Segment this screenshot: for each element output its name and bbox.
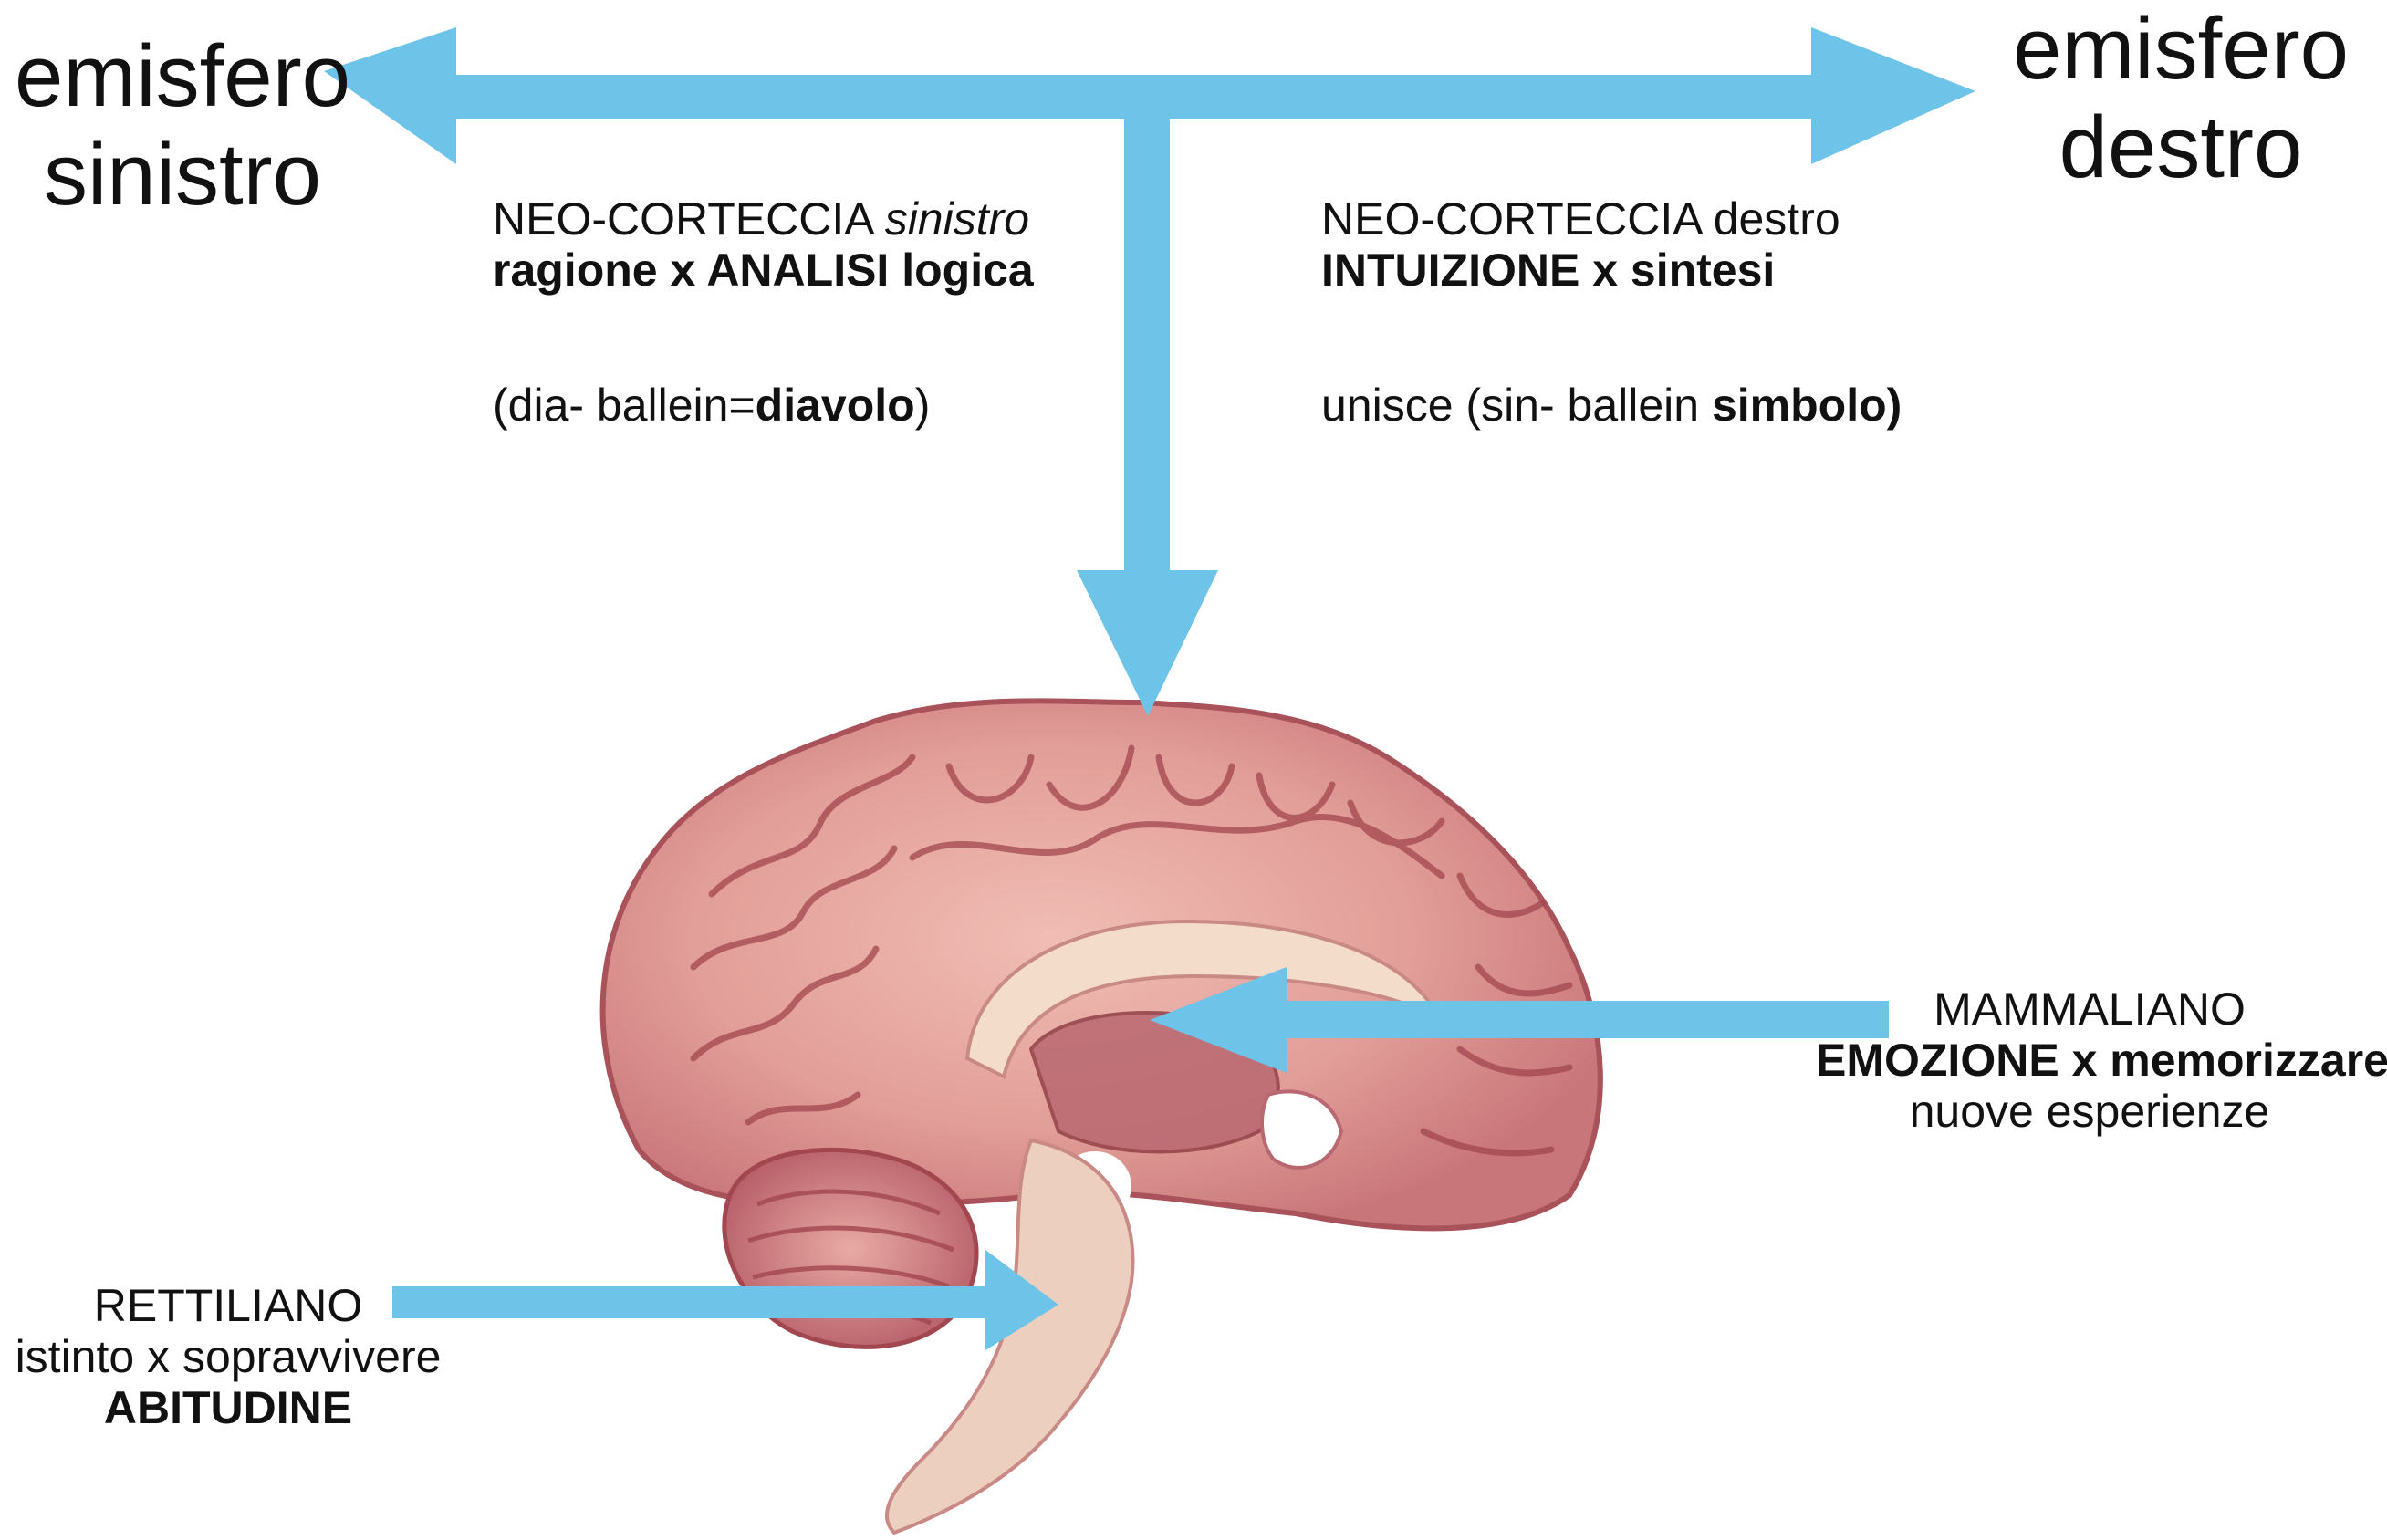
- neocortex-left-note: (dia- ballein=diavolo): [493, 380, 1034, 431]
- left-hemisphere-line2: sinistro: [9, 126, 356, 224]
- neocortex-left-subtitle-text: ragione x ANALISI logica: [493, 245, 1034, 296]
- label-right-hemisphere: emisfero destro: [2007, 0, 2354, 196]
- neocortex-left-block: NEO-CORTECCIA sinistro ragione x ANALISI…: [493, 193, 1034, 431]
- neocortex-right-title: NEO-CORTECCIA destro: [1321, 193, 1902, 245]
- neocortex-left-note-prefix: (dia- ballein=: [493, 380, 756, 431]
- neocortex-arrow-shaft: [1124, 75, 1170, 586]
- neocortex-left-subtitle: ragione x ANALISI logica: [493, 245, 1034, 296]
- neocortex-left-note-suffix: ): [915, 380, 931, 431]
- reptilian-block: RETTILIANO istinto x sopravvivere ABITUD…: [0, 1280, 456, 1433]
- mammalian-note: nuove esperienze: [1816, 1086, 2363, 1137]
- neocortex-right-subtitle: INTUIZIONE x sintesi: [1321, 245, 1902, 296]
- neocortex-left-title: NEO-CORTECCIA sinistro: [493, 193, 1034, 245]
- reptilian-subtitle-text: ABITUDINE: [104, 1382, 352, 1433]
- brain-illustration: [603, 701, 1600, 1533]
- neocortex-right-block: NEO-CORTECCIA destro INTUIZIONE x sintes…: [1321, 193, 1902, 431]
- spacer: [493, 296, 1034, 380]
- mammalian-subtitle-text: EMOZIONE x memorizzare: [1816, 1035, 2387, 1086]
- mammalian-subtitle: EMOZIONE x memorizzare: [1816, 1035, 2363, 1086]
- right-hemisphere-line2: destro: [2007, 99, 2354, 197]
- label-left-hemisphere: emisfero sinistro: [9, 27, 356, 224]
- left-hemisphere-line1: emisfero: [9, 27, 356, 126]
- neocortex-arrow-head: [1077, 570, 1218, 716]
- reptilian-subtitle: ABITUDINE: [0, 1382, 456, 1433]
- neocortex-right-note-prefix: unisce (sin- ballein: [1321, 380, 1712, 431]
- right-hemisphere-line1: emisfero: [2007, 0, 2354, 99]
- neocortex-right-note-bold: simbolo): [1712, 380, 1902, 431]
- neocortex-right-subtitle-text: INTUIZIONE x sintesi: [1321, 245, 1775, 296]
- mammalian-title: MAMMALIANO: [1816, 983, 2363, 1035]
- neocortex-left-title-italic: sinistro: [885, 193, 1029, 245]
- reptilian-line2: istinto x sopravvivere: [0, 1331, 456, 1382]
- spacer: [1321, 296, 1902, 380]
- mammalian-block: MAMMALIANO EMOZIONE x memorizzare nuove …: [1816, 983, 2363, 1137]
- neocortex-left-title-plain: NEO-CORTECCIA: [493, 193, 885, 245]
- reptilian-title: RETTILIANO: [0, 1280, 456, 1331]
- neocortex-left-note-bold: diavolo: [756, 380, 915, 431]
- neocortex-right-note: unisce (sin- ballein simbolo): [1321, 380, 1902, 431]
